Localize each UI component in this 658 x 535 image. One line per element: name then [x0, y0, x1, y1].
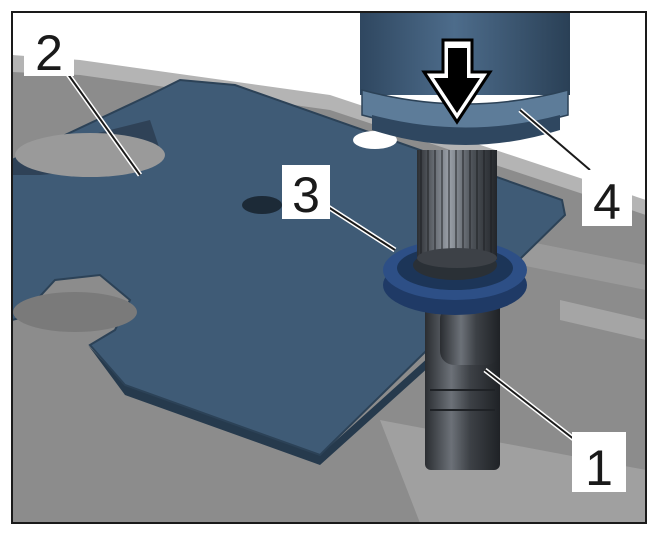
callout-label: 4: [593, 174, 621, 230]
callout-2: 2: [24, 22, 74, 81]
callout-label: 2: [35, 25, 63, 81]
callout-3: 3: [282, 165, 330, 223]
leader-lines-core: [64, 69, 591, 441]
down-arrow-icon: [421, 38, 493, 125]
callout-1: 1: [572, 432, 626, 496]
spline-shaft: [417, 150, 497, 268]
shaft: [425, 300, 500, 470]
callout-label: 3: [292, 167, 320, 223]
diagram-frame: [11, 11, 647, 524]
callout-label: 1: [585, 440, 613, 496]
callout-4: 4: [582, 170, 632, 230]
